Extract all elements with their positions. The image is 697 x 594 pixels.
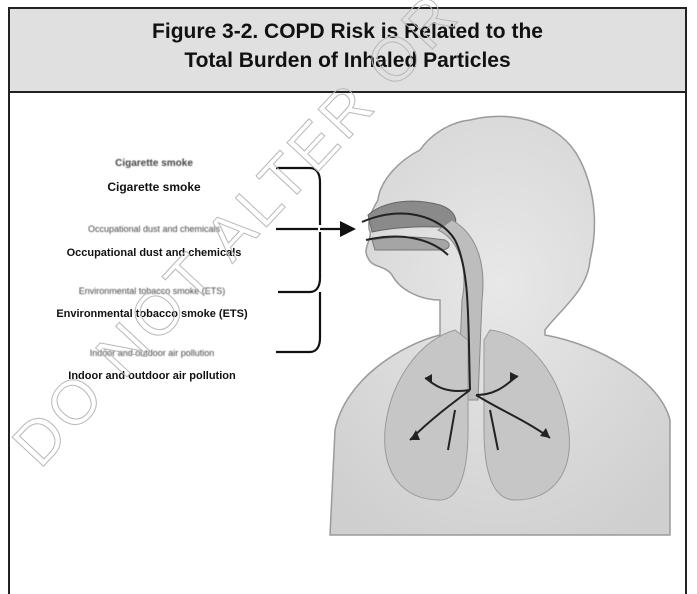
risk-factor-blurred: Occupational dust and chemicals xyxy=(34,224,274,234)
risk-factor-blurred: Cigarette smoke xyxy=(34,158,274,169)
risk-factor-blurred: Environmental tobacco smoke (ETS) xyxy=(26,286,278,296)
risk-factor-label: Occupational dust and chemicals xyxy=(34,247,274,259)
source-bracket xyxy=(276,168,342,352)
risk-factor-label: Indoor and outdoor air pollution xyxy=(30,370,274,382)
risk-factor-cigarette: Cigarette smoke Cigarette smoke xyxy=(34,148,274,208)
risk-factor-ets: Environmental tobacco smoke (ETS) Enviro… xyxy=(26,278,278,330)
risk-factor-label: Environmental tobacco smoke (ETS) xyxy=(26,308,278,320)
risk-factor-occupational: Occupational dust and chemicals Occupati… xyxy=(34,214,274,270)
risk-factor-blurred: Indoor and outdoor air pollution xyxy=(30,348,274,358)
risk-factor-label: Cigarette smoke xyxy=(34,180,274,194)
inhalation-arrow-icon xyxy=(340,221,356,237)
risk-factor-pollution: Indoor and outdoor air pollution Indoor … xyxy=(30,340,274,390)
